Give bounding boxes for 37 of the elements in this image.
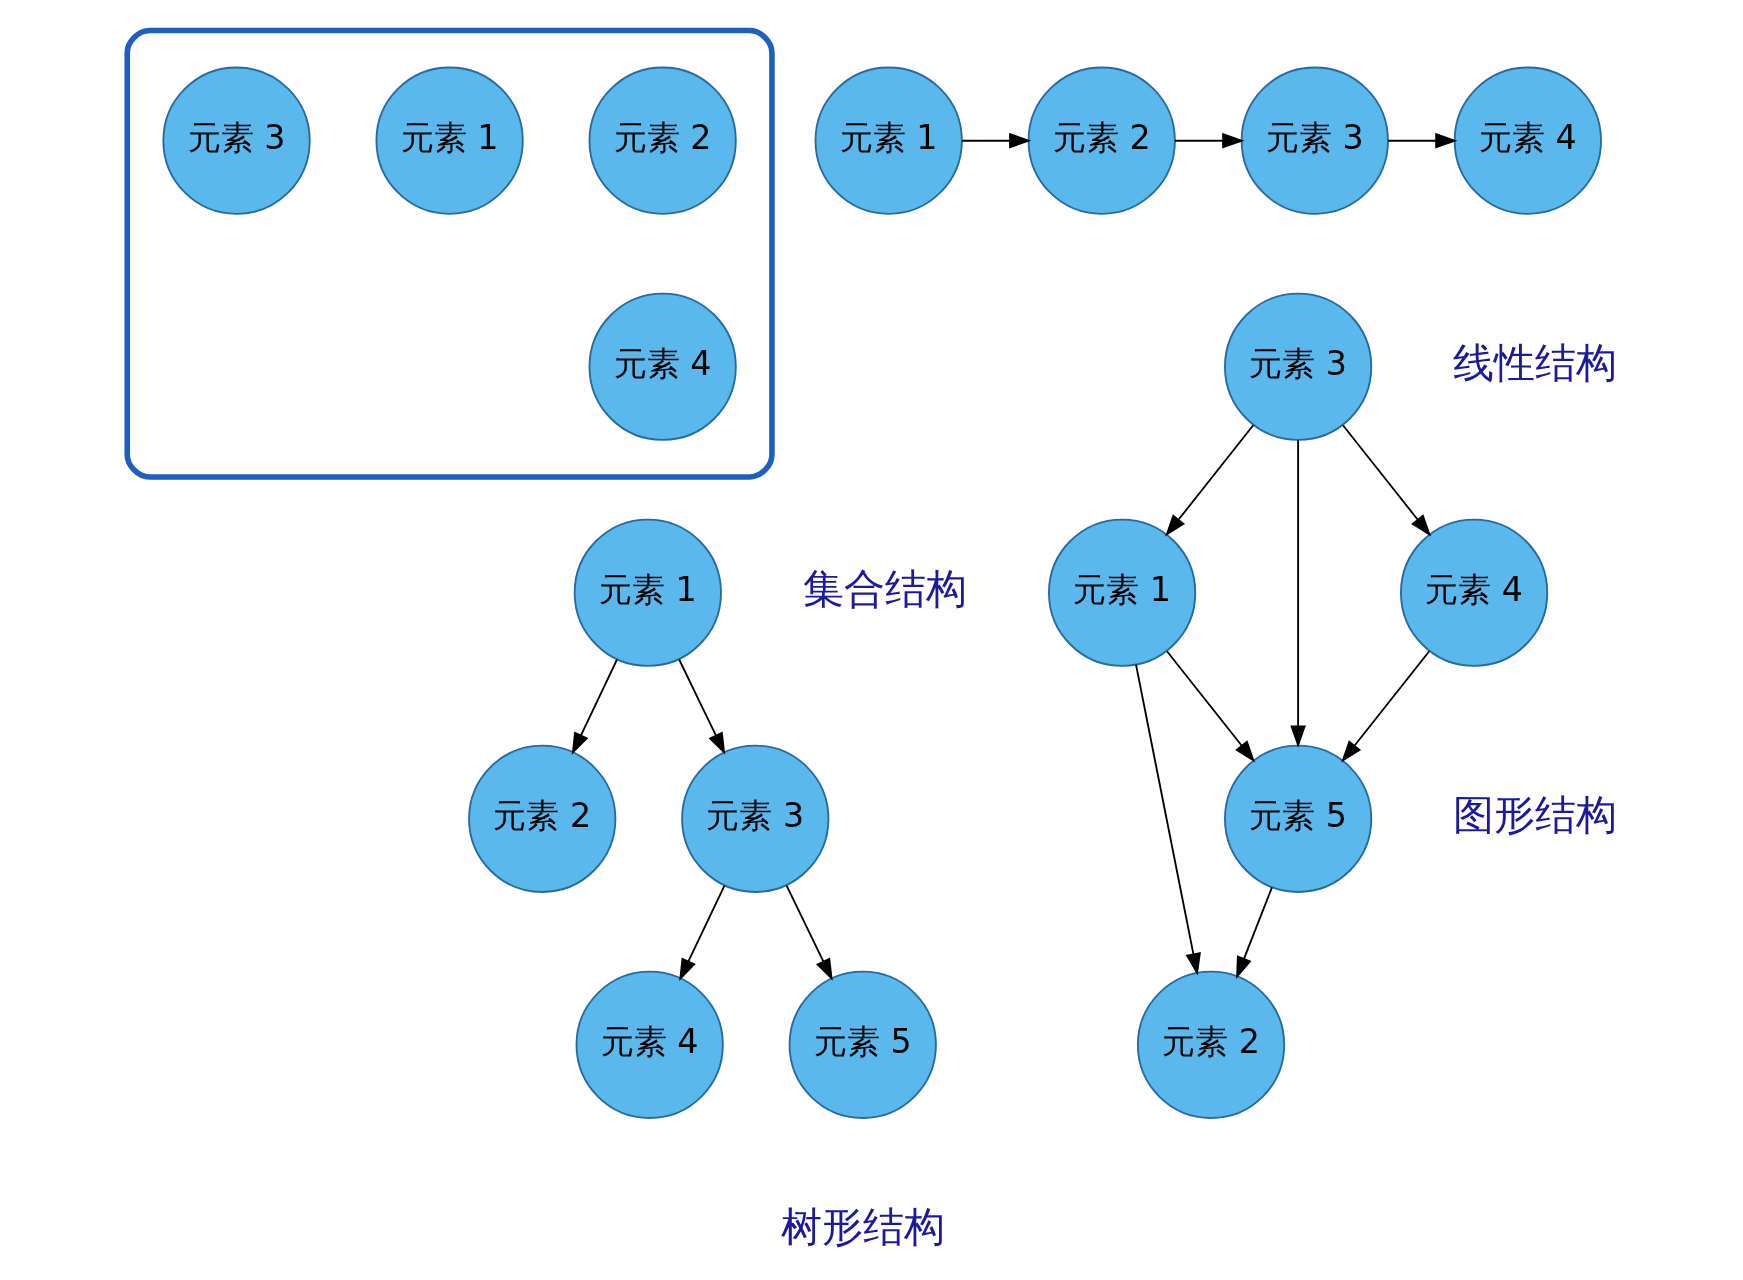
node-circle: 元素 4 — [588, 292, 737, 441]
node-circle: 元素 3 — [1240, 66, 1389, 215]
node-circle: 元素 3 — [161, 66, 311, 215]
label: 树形结构 — [780, 1203, 945, 1252]
node-circle: 元素 4 — [575, 970, 724, 1119]
arrow — [1134, 663, 1201, 976]
node-circle: 元素 2 — [467, 744, 616, 893]
arrow — [1289, 439, 1306, 748]
node-circle: 元素 5 — [1223, 744, 1372, 893]
node-circle: 元素 3 — [1223, 292, 1372, 441]
label: 线性结构 — [1452, 339, 1617, 388]
label: 图形结构 — [1452, 791, 1617, 840]
arrow — [678, 884, 725, 981]
arrow — [1173, 132, 1244, 149]
arrow — [1341, 424, 1431, 537]
arrow — [960, 132, 1031, 149]
arrow — [1165, 650, 1255, 763]
arrow — [1235, 886, 1273, 979]
node-circle: 元素 4 — [1399, 518, 1548, 667]
node-circle: 元素 1 — [573, 518, 722, 667]
node-circle: 元素 2 — [588, 66, 737, 215]
arrow — [571, 658, 618, 755]
node-circle: 元素 3 — [680, 744, 829, 893]
arrow — [1386, 132, 1457, 149]
arrow — [1340, 650, 1430, 763]
arrow — [785, 884, 833, 981]
node-circle: 元素 1 — [814, 66, 963, 215]
arrow — [677, 658, 725, 755]
node-circle: 元素 4 — [1453, 66, 1602, 215]
node-circle: 元素 1 — [375, 66, 524, 215]
node-circle: 元素 1 — [1047, 518, 1196, 667]
arrow — [1164, 424, 1254, 537]
node-circle: 元素 5 — [788, 970, 937, 1119]
label: 集合结构 — [802, 565, 967, 614]
node-circle: 元素 2 — [1027, 66, 1176, 215]
cluster — [123, 27, 775, 480]
node-circle: 元素 2 — [1136, 970, 1285, 1119]
